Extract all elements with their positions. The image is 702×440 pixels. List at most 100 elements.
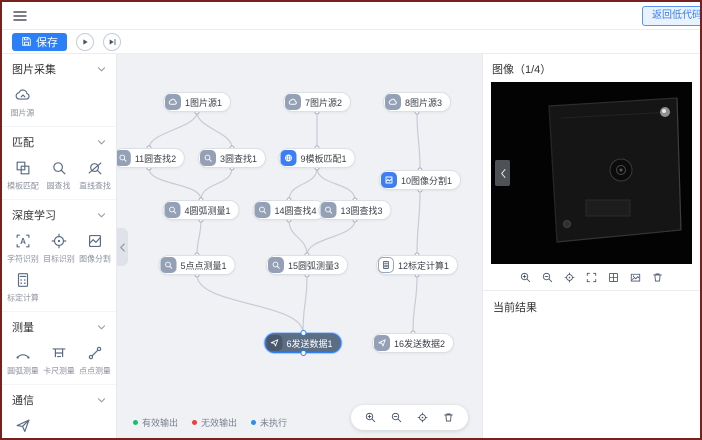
node-port-top[interactable] [300,330,306,336]
tool-item-segmentation[interactable]: 图像分割 [77,232,113,265]
flow-node-n8[interactable]: 8图片源3 [383,92,451,112]
flow-node-n3[interactable]: 3圆查找1 [198,148,266,168]
tool-item-circle-find[interactable]: 圆查找 [41,159,77,192]
back-to-lowcode-button[interactable]: 返回低代码 [642,6,700,26]
zoom-out-icon[interactable] [541,271,554,284]
image-source-icon [285,94,301,110]
run-once-button[interactable] [103,33,121,51]
menu-button[interactable] [12,8,28,24]
section-header-deep-learning[interactable]: 深度学习 [2,200,116,226]
green-dot-icon [133,420,138,425]
locate-icon[interactable] [563,271,576,284]
tool-item-arc-measure[interactable]: 圆弧测量 [5,344,41,377]
tool-item-point-measure[interactable]: 点点测量 [77,344,113,377]
grid-icon[interactable] [607,271,620,284]
legend-invalid-output: 无效输出 [192,416,237,429]
chevron-down-icon [97,324,106,331]
status-legend: 有效输出 无效输出 未执行 [133,416,287,429]
section-header-measure[interactable]: 测量 [2,312,116,338]
chevron-left-icon [119,242,126,253]
flow-node-n7[interactable]: 7图片源2 [283,92,351,112]
section-header-image-capture[interactable]: 图片采集 [2,54,116,80]
node-label: 16发送数据2 [394,337,445,350]
section-title: 通信 [12,392,34,408]
node-label: 9模板匹配1 [300,152,346,165]
camera-image [491,82,692,264]
flow-canvas[interactable]: 1图片源1 7图片源2 8图片源3 11圆查找2 3圆查找1 9模板匹配1 [117,54,482,438]
flow-node-n9[interactable]: 9模板匹配1 [278,148,355,168]
circle-find-icon [320,202,336,218]
flow-node-n14[interactable]: 14圆查找4 [252,200,325,220]
tool-item-label: 标定计算 [7,292,39,303]
zoom-in-icon[interactable] [519,271,532,284]
tool-item-object-detect[interactable]: 目标识别 [41,232,77,265]
tool-item-caliper-measure[interactable]: 卡尺测量 [41,344,77,377]
current-result-body [483,323,700,438]
svg-text:A: A [20,237,26,246]
node-label: 6发送数据1 [286,337,332,350]
flow-node-n15[interactable]: 15圆弧测量3 [266,255,348,275]
save-button[interactable]: 保存 [12,33,67,51]
tool-item-label: 点点测量 [79,365,111,376]
current-result-title: 当前结果 [483,291,700,323]
flow-node-n5[interactable]: 5点点测量1 [158,255,235,275]
node-label: 12标定计算1 [398,259,449,272]
node-label: 5点点测量1 [180,259,226,272]
flow-node-n4[interactable]: 4圆弧测量1 [162,200,239,220]
tool-item-image-source[interactable]: 图片源 [5,86,41,119]
save-icon [21,36,32,47]
flow-node-n6[interactable]: 6发送数据1 [264,333,341,353]
section-communication: 通信 发送数据 [2,385,116,438]
tool-item-calibration[interactable]: 标定计算 [5,271,41,304]
fit-view-icon[interactable] [416,411,429,424]
arc-measure-icon [14,344,32,362]
node-label: 3圆查找1 [220,152,257,165]
flow-node-n13[interactable]: 13圆查找3 [318,200,391,220]
flow-node-n11[interactable]: 11圆查找2 [117,148,185,168]
tool-item-label: 圆弧测量 [7,365,39,376]
tool-item-send-data[interactable]: 发送数据 [5,417,41,438]
previous-image-button[interactable] [495,160,510,186]
snapshot-icon[interactable] [629,271,642,284]
section-title: 深度学习 [12,207,56,223]
flow-node-n12[interactable]: 12标定计算1 [376,255,458,275]
section-measure: 测量 圆弧测量 卡尺测量 [2,312,116,385]
blue-dot-icon [251,420,256,425]
delete-icon[interactable] [651,271,664,284]
tool-item-label: 图像分割 [79,253,111,264]
image-source-icon [385,94,401,110]
section-matching: 匹配 模板匹配 圆查找 [2,127,116,200]
preview-panel: 图像（1/4） [482,54,700,438]
fullscreen-icon[interactable] [585,271,598,284]
circle-find-icon [50,159,68,177]
section-header-communication[interactable]: 通信 [2,385,116,411]
image-source-icon [165,94,181,110]
image-toolbar [483,264,700,291]
chevron-down-icon [97,139,106,146]
top-header: 返回低代码 [2,2,700,30]
zoom-in-icon[interactable] [364,411,377,424]
sidebar-collapse-handle[interactable] [117,228,128,266]
object-detect-icon [50,232,68,250]
circle-find-icon [254,202,270,218]
flow-node-n10[interactable]: 10图像分割1 [379,170,461,190]
zoom-out-icon[interactable] [390,411,403,424]
main-area: 图片采集 图片源 匹配 [2,54,700,438]
send-data-icon [266,335,282,351]
tool-sidebar: 图片采集 图片源 匹配 [2,54,117,438]
section-image-capture: 图片采集 图片源 [2,54,116,127]
section-header-matching[interactable]: 匹配 [2,127,116,153]
node-label: 10图像分割1 [401,174,452,187]
flow-node-n16[interactable]: 16发送数据2 [372,333,454,353]
tool-item-ocr[interactable]: A 字符识别 [5,232,41,265]
action-toolbar: 保存 [2,30,700,54]
tool-item-line-find[interactable]: 直线查找 [77,159,113,192]
node-label: 13圆查找3 [340,204,382,217]
chevron-down-icon [97,397,106,404]
tool-item-template-match[interactable]: 模板匹配 [5,159,41,192]
flow-node-n1[interactable]: 1图片源1 [163,92,231,112]
template-match-icon [280,150,296,166]
delete-icon[interactable] [442,411,455,424]
run-button[interactable] [76,33,94,51]
node-port-bottom[interactable] [300,350,306,356]
